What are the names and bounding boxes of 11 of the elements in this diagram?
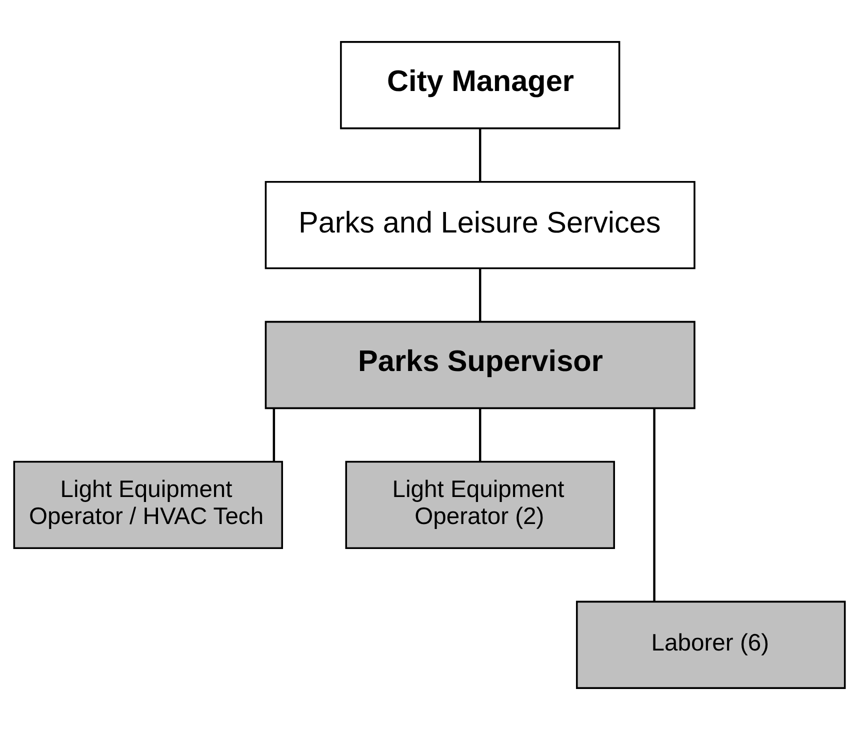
node-box: City Manager [340, 41, 620, 130]
connector [272, 408, 276, 462]
node-box: Parks Supervisor [264, 320, 696, 410]
connector [479, 128, 482, 182]
node-box: Light Equipment Operator / HVAC Tech [13, 460, 284, 549]
connector [479, 408, 482, 462]
node-box: Parks and Leisure Services [264, 181, 696, 270]
connector [479, 268, 482, 322]
node-box: Laborer (6) [576, 600, 846, 689]
node-box: Light Equipment Operator (2) [345, 460, 615, 549]
connector [653, 408, 656, 602]
